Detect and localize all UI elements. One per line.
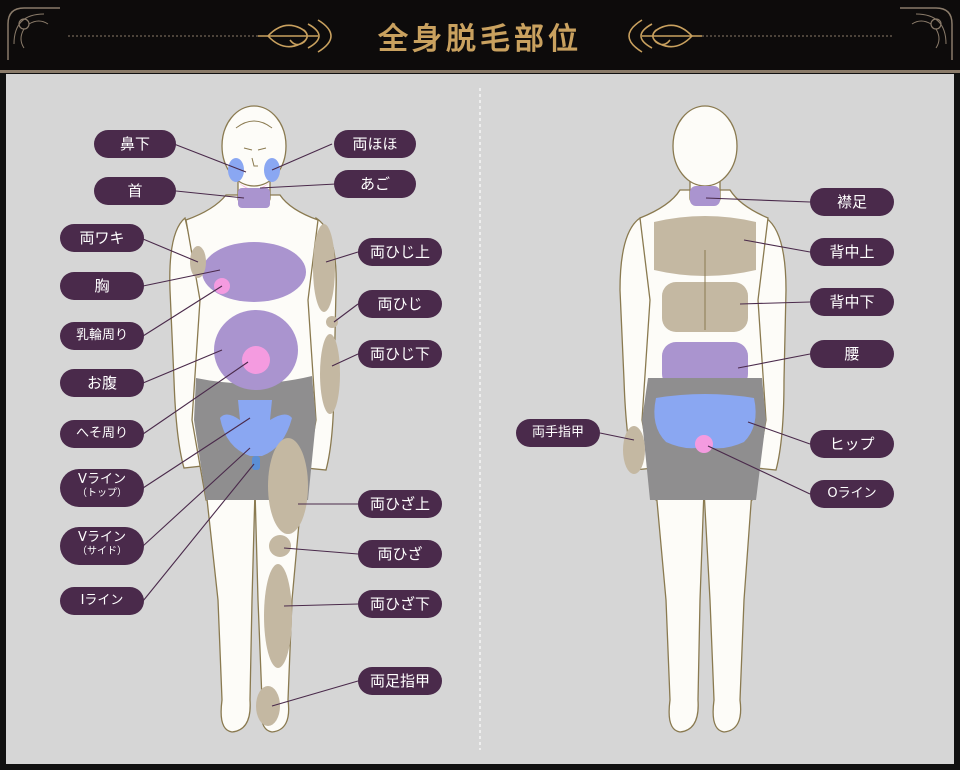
page-title: 全身脱毛部位 [378, 22, 582, 57]
label-neck: 首 [94, 177, 176, 205]
label-i-line: Iライン [60, 587, 144, 615]
label-thighs: 両ひざ上 [358, 490, 442, 518]
label-v-line-side-main: Vライン [78, 530, 126, 545]
front-zone-upper-arm [313, 224, 335, 312]
label-areola: 乳輪周り [60, 322, 144, 350]
front-zone-knee [269, 535, 291, 557]
label-v-line-top: Vライン（トップ） [60, 469, 144, 507]
label-lower-arms: 両ひじ下 [358, 340, 442, 368]
label-v-line-top-main: Vライン [78, 472, 126, 487]
front-zone-thigh [268, 438, 308, 534]
label-chin: あご [334, 170, 416, 198]
front-face-details [235, 120, 273, 167]
header-bar: 全身脱毛部位 [0, 0, 960, 73]
front-left-leg [205, 489, 256, 733]
front-zone-chest [202, 242, 306, 302]
front-zone-shin [264, 564, 292, 668]
front-zone-navel [242, 346, 270, 374]
back-zones [623, 186, 766, 500]
corner-ornament-left-icon [7, 7, 60, 60]
label-toes: 両足指甲 [358, 667, 442, 695]
back-zone-fingers [623, 426, 645, 474]
label-cheeks: 両ほほ [334, 130, 416, 158]
label-knees: 両ひざ [358, 540, 442, 568]
title-flourish-right-icon [628, 19, 892, 53]
label-belly: お腹 [60, 369, 144, 397]
front-zone-elbow [326, 316, 338, 328]
back-zone-o-line [695, 435, 713, 453]
front-zone-lower-arm [320, 334, 340, 414]
label-elbows: 両ひじ [358, 290, 442, 318]
label-fingers: 両手指甲 [516, 419, 600, 447]
front-zone-foot [256, 686, 280, 726]
label-waist: 腰 [810, 340, 894, 368]
label-navel: へそ周り [60, 420, 144, 448]
front-zone-i-line [252, 456, 260, 470]
leader-lines [142, 143, 811, 707]
front-zones [190, 158, 340, 726]
label-hip: ヒップ [810, 430, 894, 458]
label-v-line-top-sub: （トップ） [77, 488, 127, 499]
label-shins: 両ひざ下 [358, 590, 442, 618]
label-upper-arms: 両ひじ上 [358, 238, 442, 266]
front-zone-cheek-left [228, 158, 244, 182]
title-flourish-left-icon [68, 19, 332, 53]
back-head [672, 105, 738, 187]
back-zone-upper-back [654, 216, 756, 276]
back-right-leg [703, 489, 753, 733]
label-lower-back: 背中下 [810, 288, 894, 316]
label-v-line-side-sub: （サイド） [77, 546, 127, 557]
label-nose-under: 鼻下 [94, 130, 176, 158]
corner-ornament-right-icon [900, 7, 953, 60]
label-nape: 襟足 [810, 188, 894, 216]
label-upper-back: 背中上 [810, 238, 894, 266]
label-armpits: 両ワキ [60, 224, 144, 252]
label-v-line-side: Vライン（サイド） [60, 527, 144, 565]
label-chest: 胸 [60, 272, 144, 300]
back-zone-hip [654, 394, 756, 449]
back-zone-nape [690, 186, 720, 206]
front-zone-neck [238, 188, 270, 208]
label-o-line: Oライン [810, 480, 894, 508]
front-zone-v-line [220, 400, 292, 456]
back-zone-waist [662, 342, 748, 388]
back-left-leg [655, 489, 705, 733]
